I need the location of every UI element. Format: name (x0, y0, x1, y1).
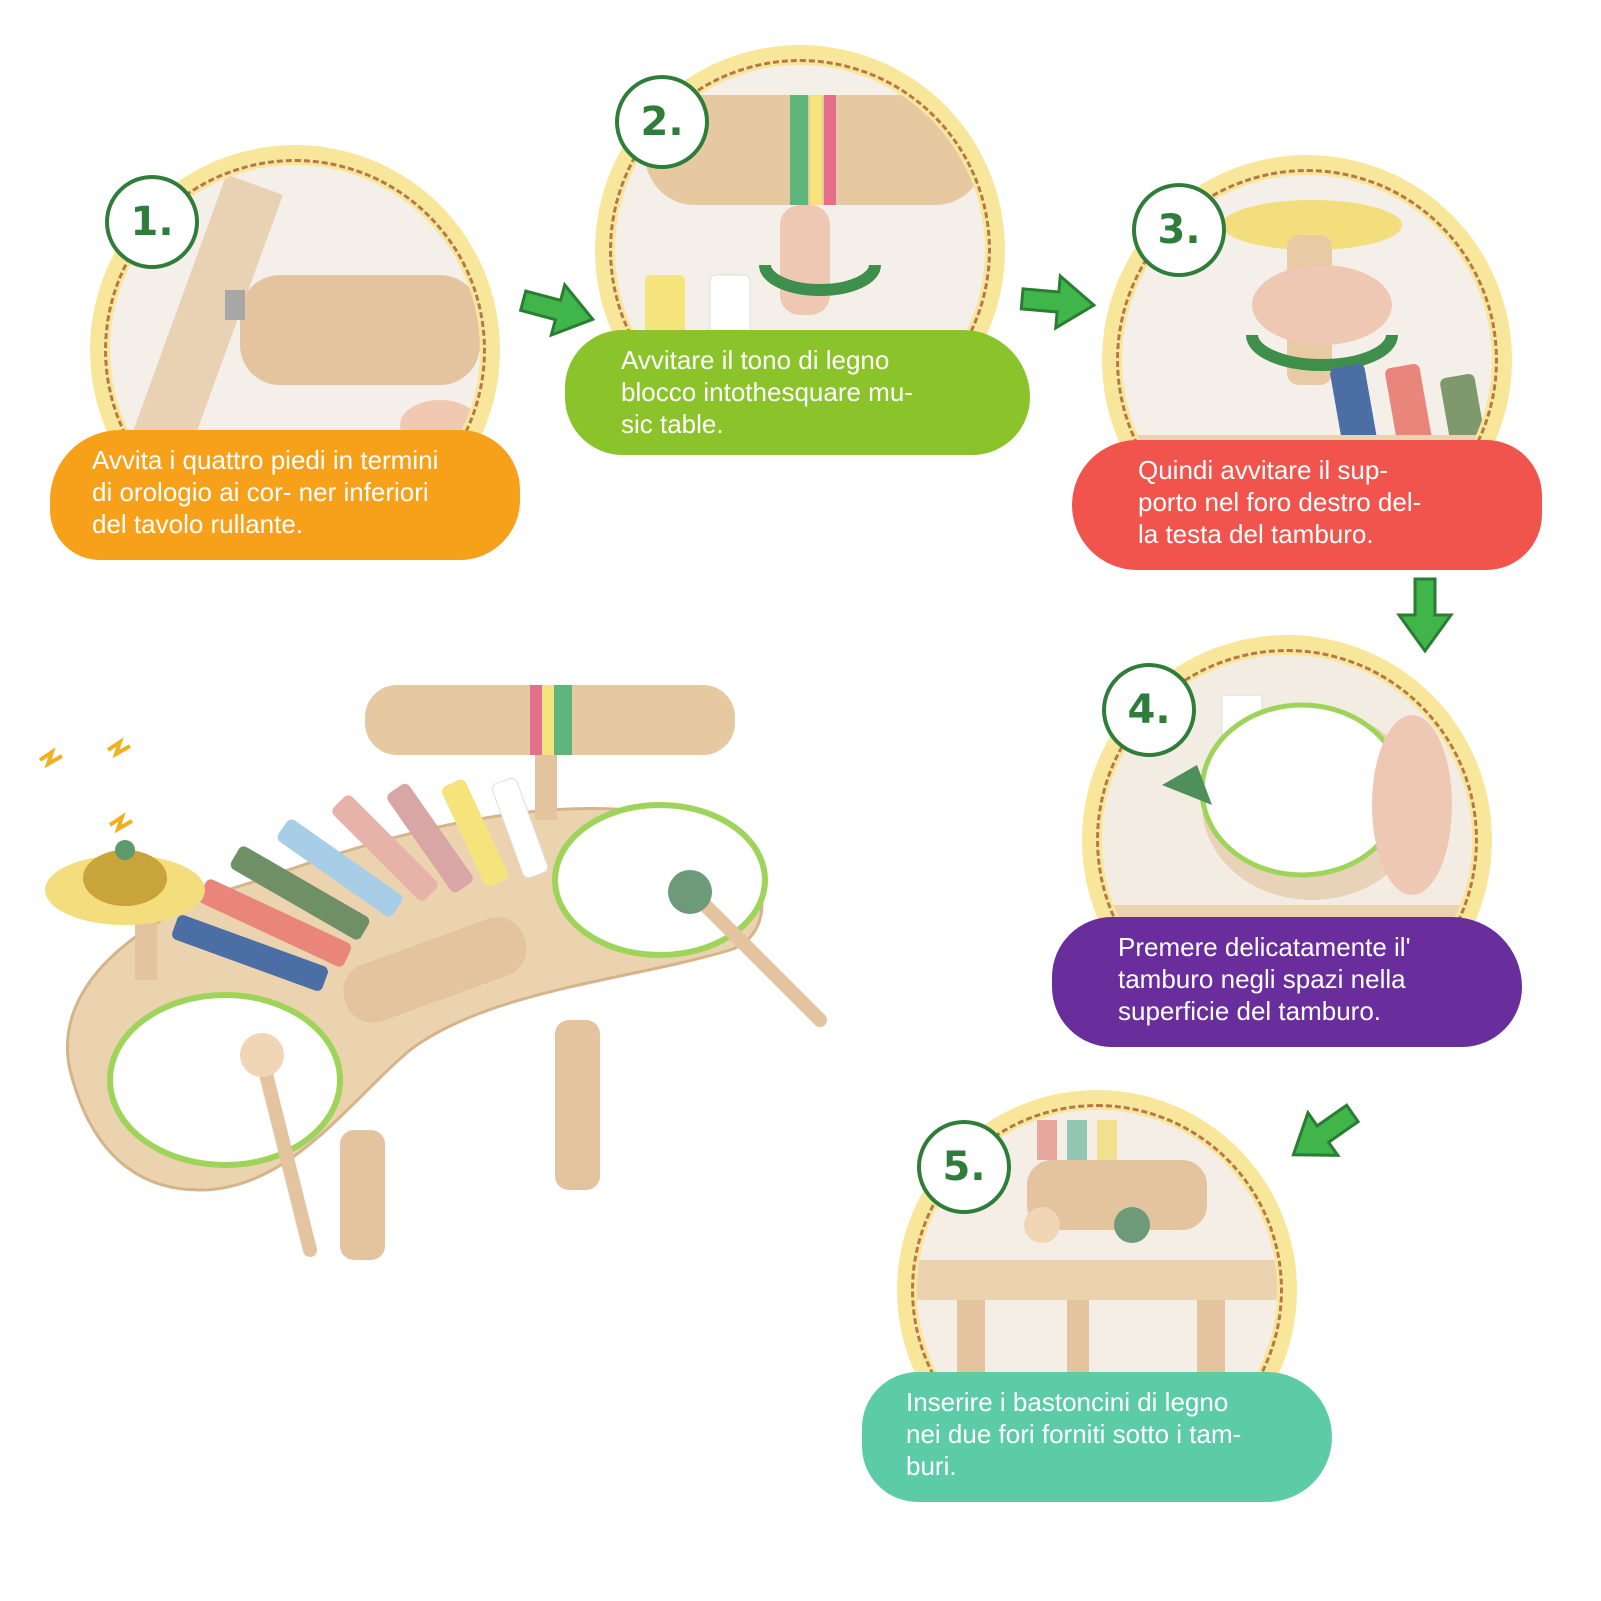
step-1-line-1: Avvita i quattro piedi in termini (92, 445, 439, 475)
step-2-number-badge: 2. (615, 75, 709, 169)
step-3-number-badge: 3. (1132, 183, 1226, 277)
step-4: 4. Premere delicatamente il' tamburo neg… (1052, 635, 1527, 1055)
step-5-number-badge: 5. (917, 1120, 1011, 1214)
arrow-right-icon (518, 281, 596, 338)
step-4-line-1: Premere delicatamente il' (1118, 932, 1411, 962)
step-1-number: 1. (130, 199, 174, 245)
step-5-caption: Inserire i bastoncini di legno nei due f… (862, 1372, 1332, 1502)
step-3-line-1: Quindi avvitare il sup- (1138, 455, 1388, 485)
step-5-line-3: buri. (906, 1451, 957, 1481)
arrow-down-left-icon (1291, 1103, 1360, 1157)
step-3-line-3: la testa del tamburo. (1138, 519, 1374, 549)
step-5-number: 5. (942, 1144, 986, 1190)
step-3: 3. Quindi avvitare il sup- porto nel for… (1072, 155, 1547, 575)
step-1-caption: Avvita i quattro piedi in termini di oro… (50, 430, 520, 560)
step-4-number-badge: 4. (1102, 663, 1196, 757)
step-1-line-2: di orologio ai cor- ner inferiori (92, 477, 429, 507)
arrow-down-icon (1396, 577, 1454, 654)
assembled-music-table (38, 685, 827, 1260)
step-2-line-1: Avvitare il tono di legno (621, 345, 890, 375)
step-1-line-3: del tavolo rullante. (92, 509, 304, 539)
step-1: 1. Avvita i quattro piedi in termini di … (50, 145, 530, 565)
step-1-number-badge: 1. (105, 175, 199, 269)
step-4-line-3: superficie del tamburo. (1118, 996, 1382, 1026)
step-5-line-1: Inserire i bastoncini di legno (906, 1387, 1229, 1417)
step-3-line-2: porto nel foro destro del- (1138, 487, 1422, 517)
step-4-caption: Premere delicatamente il' tamburo negli … (1052, 917, 1522, 1047)
step-1-illustration (113, 174, 480, 506)
step-2-line-3: sic table. (621, 409, 724, 439)
step-2-caption: Avvitare il tono di legno blocco intothe… (565, 330, 1030, 455)
arrow-right-icon (1019, 273, 1097, 331)
step-3-caption: Quindi avvitare il sup- porto nel foro d… (1072, 440, 1542, 570)
step-2-line-2: blocco intothesquare mu- (621, 377, 913, 407)
step-5: 5. Inserire i bastoncini di legno nei du… (862, 1090, 1337, 1510)
step-2-number: 2. (640, 99, 684, 145)
step-4-number: 4. (1127, 687, 1171, 733)
step-4-line-2: tamburo negli spazi nella (1118, 964, 1406, 994)
step-5-line-2: nei due fori forniti sotto i tam- (906, 1419, 1242, 1449)
step-2: 2. Avvitare il tono di legno blocco into… (565, 45, 1035, 465)
step-3-number: 3. (1157, 207, 1201, 253)
